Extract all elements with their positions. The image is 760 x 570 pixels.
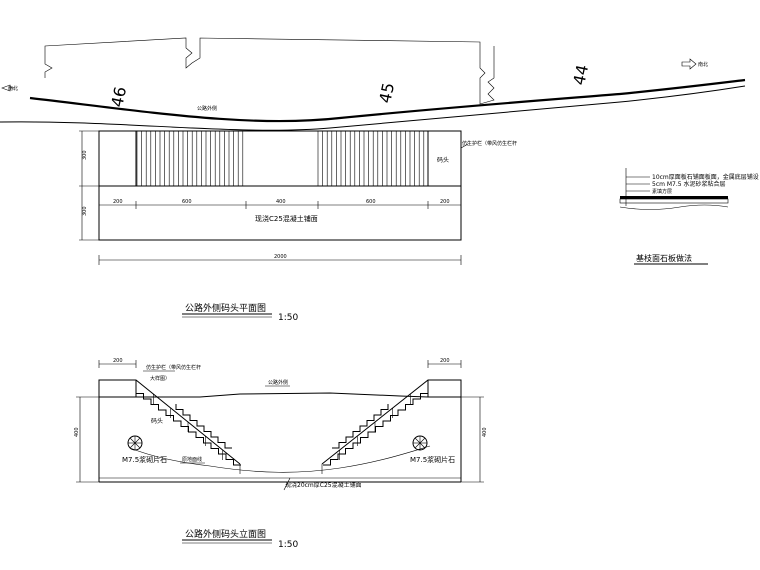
plan-dim-ticks [98,201,462,209]
plan-dim-h1: 200 [113,199,123,205]
elev-stairs-right [323,388,429,466]
elev-mortar-left: M7.5浆砌片石 [122,455,167,464]
left-direction-arrow [1,84,14,92]
elev-base-label: 现浇20cm厚C25混凝土铺面 [285,481,362,489]
detail-layer-2: 5cm M7.5 水泥砂浆粘合层 [652,180,726,188]
elev-railing-right [321,379,462,465]
plan-stair-hatch-right [317,131,425,186]
plan-stair-hatch-left [136,131,244,186]
elev-railing-note-2: 大样图） [150,375,170,382]
elev-title: 公路外侧码头立面图 [185,528,266,540]
elevation-view: 200 200 公路外侧 [74,358,488,550]
elev-railing-posts [135,380,429,474]
elev-ground-line [129,445,431,473]
elev-railing-note-1: 仿生护栏（带风仿生栏杆 [146,364,201,371]
stair-profile [332,404,389,449]
road-alignment: 南北 南北 46 45 44 公路外侧 [0,37,746,131]
plan-scale: 1:50 [278,313,298,323]
plan-dim-h4: 600 [366,199,376,205]
plan-total-width: 2000 [274,254,287,260]
elev-scale: 1:50 [278,540,298,550]
station-45: 45 [375,81,398,105]
plan-dim-h5: 200 [440,199,450,205]
right-direction-arrow [681,58,697,70]
plan-dim-h3: 400 [276,199,286,205]
elev-dim-top-left: 200 [113,358,123,364]
stair-profile [175,404,232,449]
road-left-label: 南北 [8,85,18,92]
road-edge [0,85,746,131]
plan-dim-v1: 300 [82,150,88,160]
road-side-label: 公路外侧 [197,105,217,112]
road-top-boundary [44,37,495,105]
elev-dim-top-right: 200 [440,358,450,364]
detail-layer-3: 素填方层 [652,188,672,195]
elev-outline-right [427,380,462,482]
plan-title: 公路外侧码头平面图 [185,302,266,314]
elev-mortar-right: M7.5浆砌片石 [410,455,455,464]
station-46: 46 [107,85,130,109]
elev-road-surface [136,392,429,398]
plan-dim-h2: 600 [182,199,192,205]
masonry-symbol-right [412,435,428,451]
elev-ground-label: 原地面线 [182,456,202,463]
stair-profile [323,388,429,466]
paving-detail: 10cm厚面板石铺面板面，金属底层铺设 5cm M7.5 水泥砂浆粘合层 素填方… [619,168,759,265]
plan-railing-note: 仿生护栏（带风仿生栏杆 [462,140,517,147]
detail-layer-1: 10cm厚面板石铺面板面，金属底层铺设 [652,173,759,181]
elev-height-left: 400 [74,427,80,437]
plan-view: 码头 仿生护栏（带风仿生栏杆 现浇C25混凝土铺面 300 300 200 60… [79,130,517,323]
elev-side-label: 公路外侧 [268,379,288,386]
detail-title: 基枝面石板做法 [636,253,692,263]
elev-stairs-left [135,388,241,466]
elev-pier-head-label: 码头 [151,417,163,425]
plan-material-label: 现浇C25混凝土铺面 [255,214,318,223]
elev-outline-left [98,380,137,482]
station-44: 44 [569,63,592,87]
road-centerline [29,78,746,123]
plan-pier-head-label: 码头 [437,156,449,164]
detail-subgrade [619,204,729,210]
detail-slab [620,196,728,199]
plan-dim-v2: 300 [82,206,88,216]
road-right-label: 南北 [698,61,708,68]
detail-mortar [619,198,729,204]
stair-profile [135,388,241,466]
masonry-symbol-left [127,435,143,451]
elev-height-right: 400 [482,427,488,437]
